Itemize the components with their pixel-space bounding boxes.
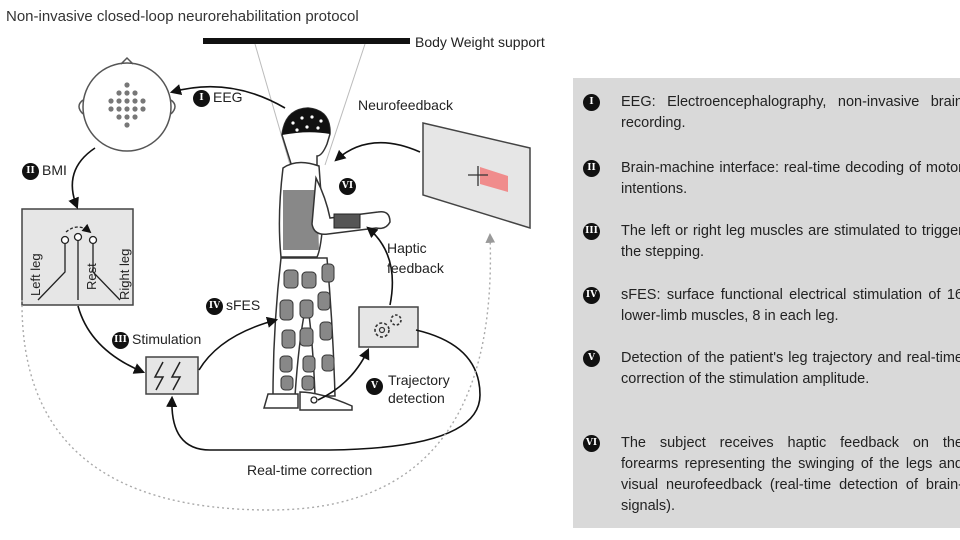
legend-text-v: Detection of the patient's leg trajector…: [621, 350, 960, 387]
badge-ii: II: [22, 162, 39, 180]
legend-badge-iii: III: [583, 223, 600, 240]
legend-item-vi: VI The subject receives haptic feedback …: [583, 433, 960, 517]
rest-label: Rest: [84, 263, 99, 290]
badge-v: V: [366, 378, 383, 395]
legend-badge-v: V: [583, 350, 600, 367]
stimulation-text: Stimulation: [132, 331, 202, 347]
legend-badge-ii: II: [583, 160, 600, 177]
legend-badge-i: I: [583, 94, 600, 111]
legend-panel: I EEG: Electroencephalography, non-invas…: [573, 78, 960, 528]
legend-text-i: EEG: Electroencephalography, non-invasiv…: [621, 94, 960, 131]
left-leg-label: Left leg: [28, 253, 43, 296]
haptic-text-line2: feedback: [387, 260, 444, 276]
trajectory-arrow: [317, 347, 370, 401]
body-weight-support-label: Body Weight support: [415, 34, 545, 50]
bmi-decoder-box: [21, 208, 134, 306]
bmi-arrow: [68, 147, 96, 210]
neurofeedback-arrow: [334, 141, 421, 162]
neurofeedback-screen: [422, 122, 531, 230]
sfes-text: sFES: [226, 297, 261, 313]
neurofeedback-label: Neurofeedback: [358, 97, 453, 113]
badge-vi: VI: [339, 177, 356, 195]
support-cable-right: [324, 43, 366, 166]
trajectory-label: V Trajectory detection: [366, 371, 450, 407]
vi-marker: VI: [339, 177, 359, 195]
badge-iii: III: [112, 331, 129, 349]
badge-iv: IV: [206, 297, 223, 315]
support-bar: [203, 38, 410, 44]
stimulator-box: [145, 356, 199, 395]
head-eeg-icon: [78, 56, 176, 152]
haptic-arrow: [366, 226, 394, 306]
patient-figure: [263, 107, 391, 411]
legend-badge-iv: IV: [583, 287, 600, 304]
legend-item-v: V Detection of the patient's leg traject…: [583, 348, 960, 390]
haptic-label: Haptic feedback: [387, 238, 444, 278]
trajectory-detector-box: [358, 306, 419, 348]
badge-i: I: [193, 89, 210, 107]
legend-text-vi: The subject receives haptic feedback on …: [621, 435, 960, 514]
stimulation-arrow: [77, 305, 146, 374]
support-cable-left: [254, 43, 291, 166]
legend-badge-vi: VI: [583, 435, 600, 452]
diagram-title: Non-invasive closed-loop neurorehabilita…: [6, 8, 359, 25]
trajectory-text-line1: Trajectory: [388, 372, 450, 388]
right-leg-label: Right leg: [117, 248, 132, 300]
legend-item-iii: III The left or right leg muscles are st…: [583, 221, 960, 263]
eeg-arrow: [169, 84, 286, 109]
legend-item-i: I EEG: Electroencephalography, non-invas…: [583, 92, 960, 134]
realtime-correction-loop: [166, 329, 481, 451]
legend-item-ii: II Brain-machine interface: real-time de…: [583, 158, 960, 200]
legend-text-iv: sFES: surface functional electrical stim…: [621, 287, 960, 324]
legend-item-iv: IV sFES: surface functional electrical s…: [583, 285, 960, 327]
realtime-correction-label: Real-time correction: [247, 462, 373, 478]
legend-text-ii: Brain-machine interface: real-time decod…: [621, 160, 960, 197]
haptic-text-line1: Haptic: [387, 240, 427, 256]
eeg-text: EEG: [213, 89, 243, 105]
bmi-text: BMI: [42, 162, 67, 178]
sfes-arrow: [198, 316, 279, 371]
trajectory-text-line2: detection: [388, 390, 445, 406]
legend-text-iii: The left or right leg muscles are stimul…: [621, 223, 960, 260]
